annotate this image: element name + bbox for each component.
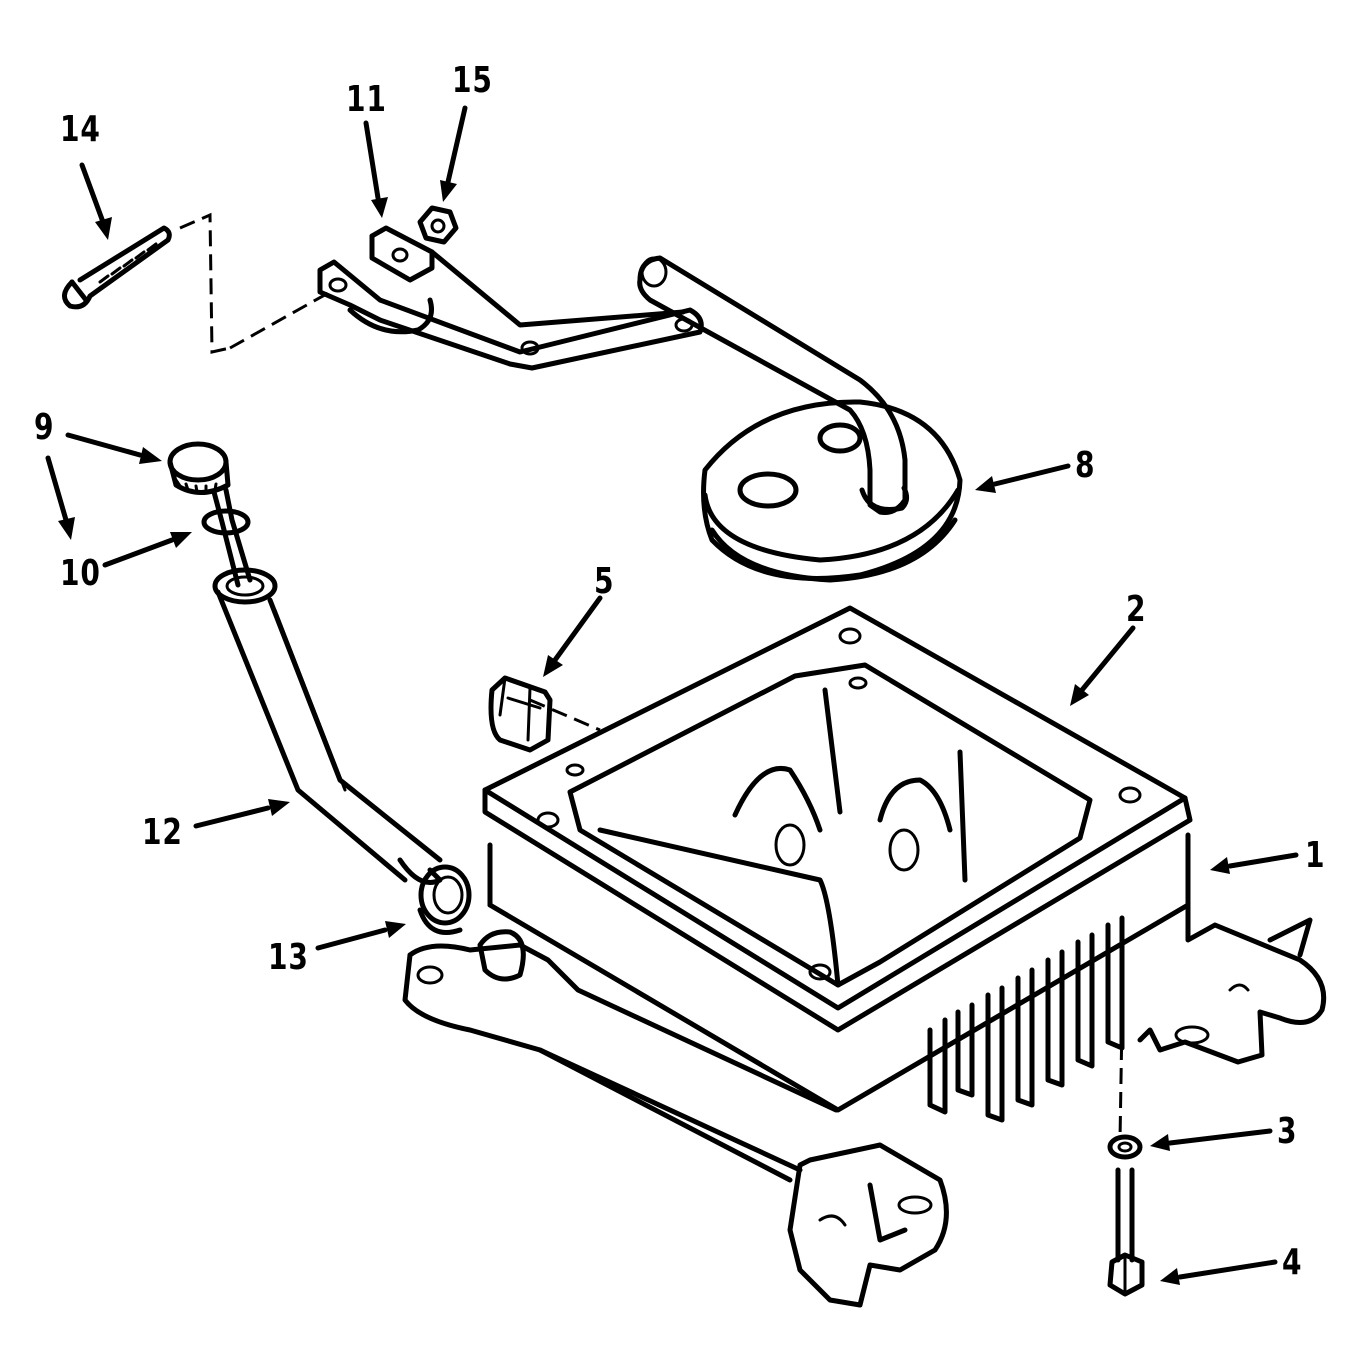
grommet-part-13: [417, 864, 472, 935]
oil-pan-part-1: [402, 687, 1327, 1308]
alignment-lines: [179, 212, 1124, 1141]
callout-label-2: 2: [1126, 589, 1147, 630]
dipstick-tube-part-12: [212, 567, 443, 885]
nut-part-15: [417, 205, 459, 245]
bracket-part-11: [317, 225, 704, 371]
callout-label-10: 10: [60, 553, 101, 594]
callout-label-8: 8: [1075, 445, 1096, 486]
callout-label-1: 1: [1305, 835, 1326, 876]
plug-part-5: [488, 675, 553, 753]
callout-label-14: 14: [60, 109, 101, 150]
dipstick-part-9: [167, 441, 253, 588]
leader-arrows: [45, 105, 1299, 1285]
gasket-part-2: [482, 605, 1193, 1033]
callout-label-5: 5: [594, 561, 615, 602]
callout-label-13: 13: [268, 937, 309, 978]
callout-label-11: 11: [346, 79, 387, 120]
callout-label-4: 4: [1282, 1242, 1303, 1283]
oil-pickup-part-8: [637, 255, 963, 583]
bolt-part-4: [1107, 1167, 1145, 1297]
callout-label-12: 12: [142, 812, 183, 853]
lock-washer-part-3: [1107, 1134, 1143, 1160]
screw-part-14: [62, 225, 172, 310]
o-ring-part-10: [201, 508, 251, 536]
callout-label-3: 3: [1277, 1111, 1298, 1152]
callout-label-9: 9: [34, 407, 55, 448]
callout-label-15: 15: [452, 60, 493, 101]
